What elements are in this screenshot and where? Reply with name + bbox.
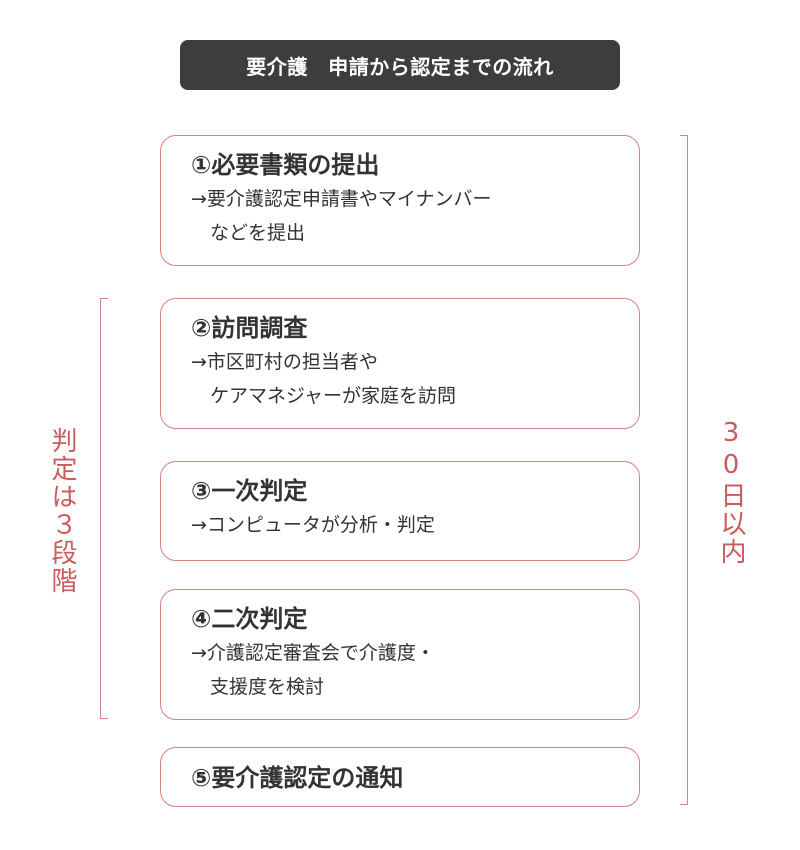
judgment-stages-label: 判定は３段階 <box>47 427 77 595</box>
step-2-box: ②訪問調査 →市区町村の担当者や ケアマネジャーが家庭を訪問 <box>160 298 640 429</box>
judgment-stages-bracket <box>100 298 108 719</box>
step-4-box: ④二次判定 →介護認定審査会で介護度・ 支援度を検討 <box>160 589 640 720</box>
step-3-title: ③一次判定 <box>191 477 308 505</box>
step-2-title: ②訪問調査 <box>191 314 308 342</box>
step-1-box: ①必要書類の提出 →要介護認定申請書やマイナンバー などを提出 <box>160 135 640 266</box>
step-4-title: ④二次判定 <box>191 605 308 633</box>
step-5-title: ⑤要介護認定の通知 <box>191 764 404 792</box>
thirty-days-label: 30日以内 <box>716 418 746 566</box>
step-3-box: ③一次判定 →コンピュータが分析・判定 <box>160 461 640 561</box>
page-title: 要介護 申請から認定までの流れ <box>180 40 620 90</box>
thirty-days-bracket <box>680 135 688 805</box>
step-3-description: →コンピュータが分析・判定 <box>191 514 435 536</box>
step-4-description: →介護認定審査会で介護度・ 支援度を検討 <box>191 642 435 698</box>
step-2-description: →市区町村の担当者や ケアマネジャーが家庭を訪問 <box>191 351 457 407</box>
step-5-box: ⑤要介護認定の通知 <box>160 747 640 807</box>
step-1-description: →要介護認定申請書やマイナンバー などを提出 <box>191 188 492 244</box>
step-1-title: ①必要書類の提出 <box>191 151 380 179</box>
